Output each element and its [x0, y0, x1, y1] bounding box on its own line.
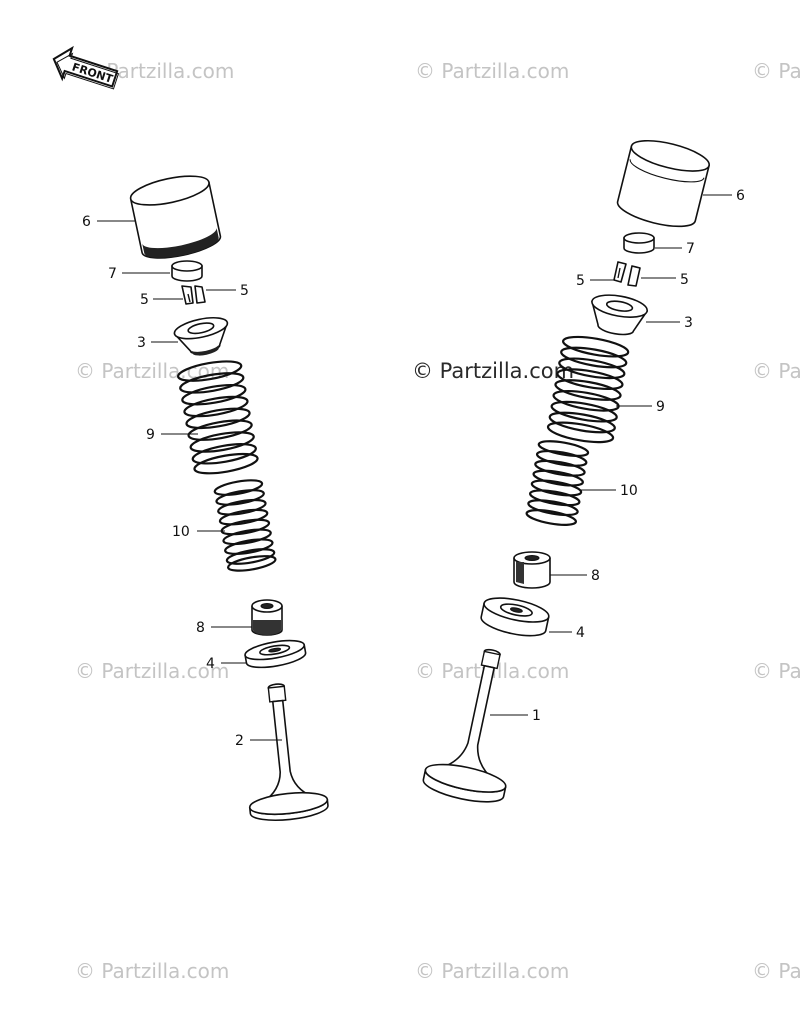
- callout-label: 5: [576, 273, 585, 289]
- right-retainer: [591, 294, 648, 336]
- right-tappet: [616, 139, 710, 228]
- front-arrow-icon: FRONT: [52, 45, 120, 90]
- callout-label: 8: [196, 620, 205, 636]
- callout-label: 4: [206, 656, 215, 672]
- right-inner-spring: [525, 440, 590, 526]
- callout-label: 5: [240, 283, 249, 299]
- callout-label: 6: [736, 188, 745, 204]
- watermark: © Partzilla.com: [415, 59, 569, 83]
- right-valve: [422, 648, 507, 803]
- left-spring-seat: [244, 639, 307, 669]
- right-shim: [623, 232, 655, 254]
- left-inner-spring: [213, 479, 277, 572]
- right-spring-seat: [480, 597, 550, 637]
- left-retainer: [173, 316, 229, 356]
- callout-label: 5: [680, 272, 689, 288]
- callout-label: 4: [576, 625, 585, 641]
- callout-label: 10: [172, 524, 190, 540]
- left-valve: [248, 683, 329, 822]
- watermark: © Partzilla.com: [752, 359, 800, 383]
- watermark: © Partzilla.com: [752, 659, 800, 683]
- callout-label: 2: [235, 733, 244, 749]
- watermark-center: © Partzilla.com: [412, 359, 574, 383]
- watermark: © Partzilla.com: [415, 959, 569, 983]
- callout-label: 7: [686, 241, 695, 257]
- callout-label: 8: [591, 568, 600, 584]
- callout-label: 3: [684, 315, 693, 331]
- watermark: © Partzilla.com: [75, 659, 229, 683]
- left-cotters: [181, 285, 206, 305]
- left-valve-assembly: 6 7 5 5 3 9 10 8 4 2: [82, 175, 329, 822]
- callout-label: 9: [656, 399, 665, 415]
- left-stem-seal: [251, 599, 283, 636]
- right-outer-spring: [546, 335, 630, 444]
- right-stem-seal: [513, 551, 551, 589]
- watermark: © Partzilla.com: [752, 59, 800, 83]
- left-shim: [171, 260, 203, 282]
- callout-label: 7: [108, 266, 117, 282]
- left-tappet: [129, 175, 222, 259]
- callout-label: 1: [532, 708, 541, 724]
- callout-label: 3: [137, 335, 146, 351]
- callout-label: 9: [146, 427, 155, 443]
- callout-label: 5: [140, 292, 149, 308]
- left-outer-spring: [177, 360, 259, 475]
- callout-label: 6: [82, 214, 91, 230]
- right-valve-assembly: 6 7 5 5 3 9 10 8 4 1: [422, 139, 745, 803]
- callout-label: 10: [620, 483, 638, 499]
- watermark: © Partzilla.com: [752, 959, 800, 983]
- right-cotters: [613, 261, 641, 287]
- watermark: © Partzilla.com: [75, 959, 229, 983]
